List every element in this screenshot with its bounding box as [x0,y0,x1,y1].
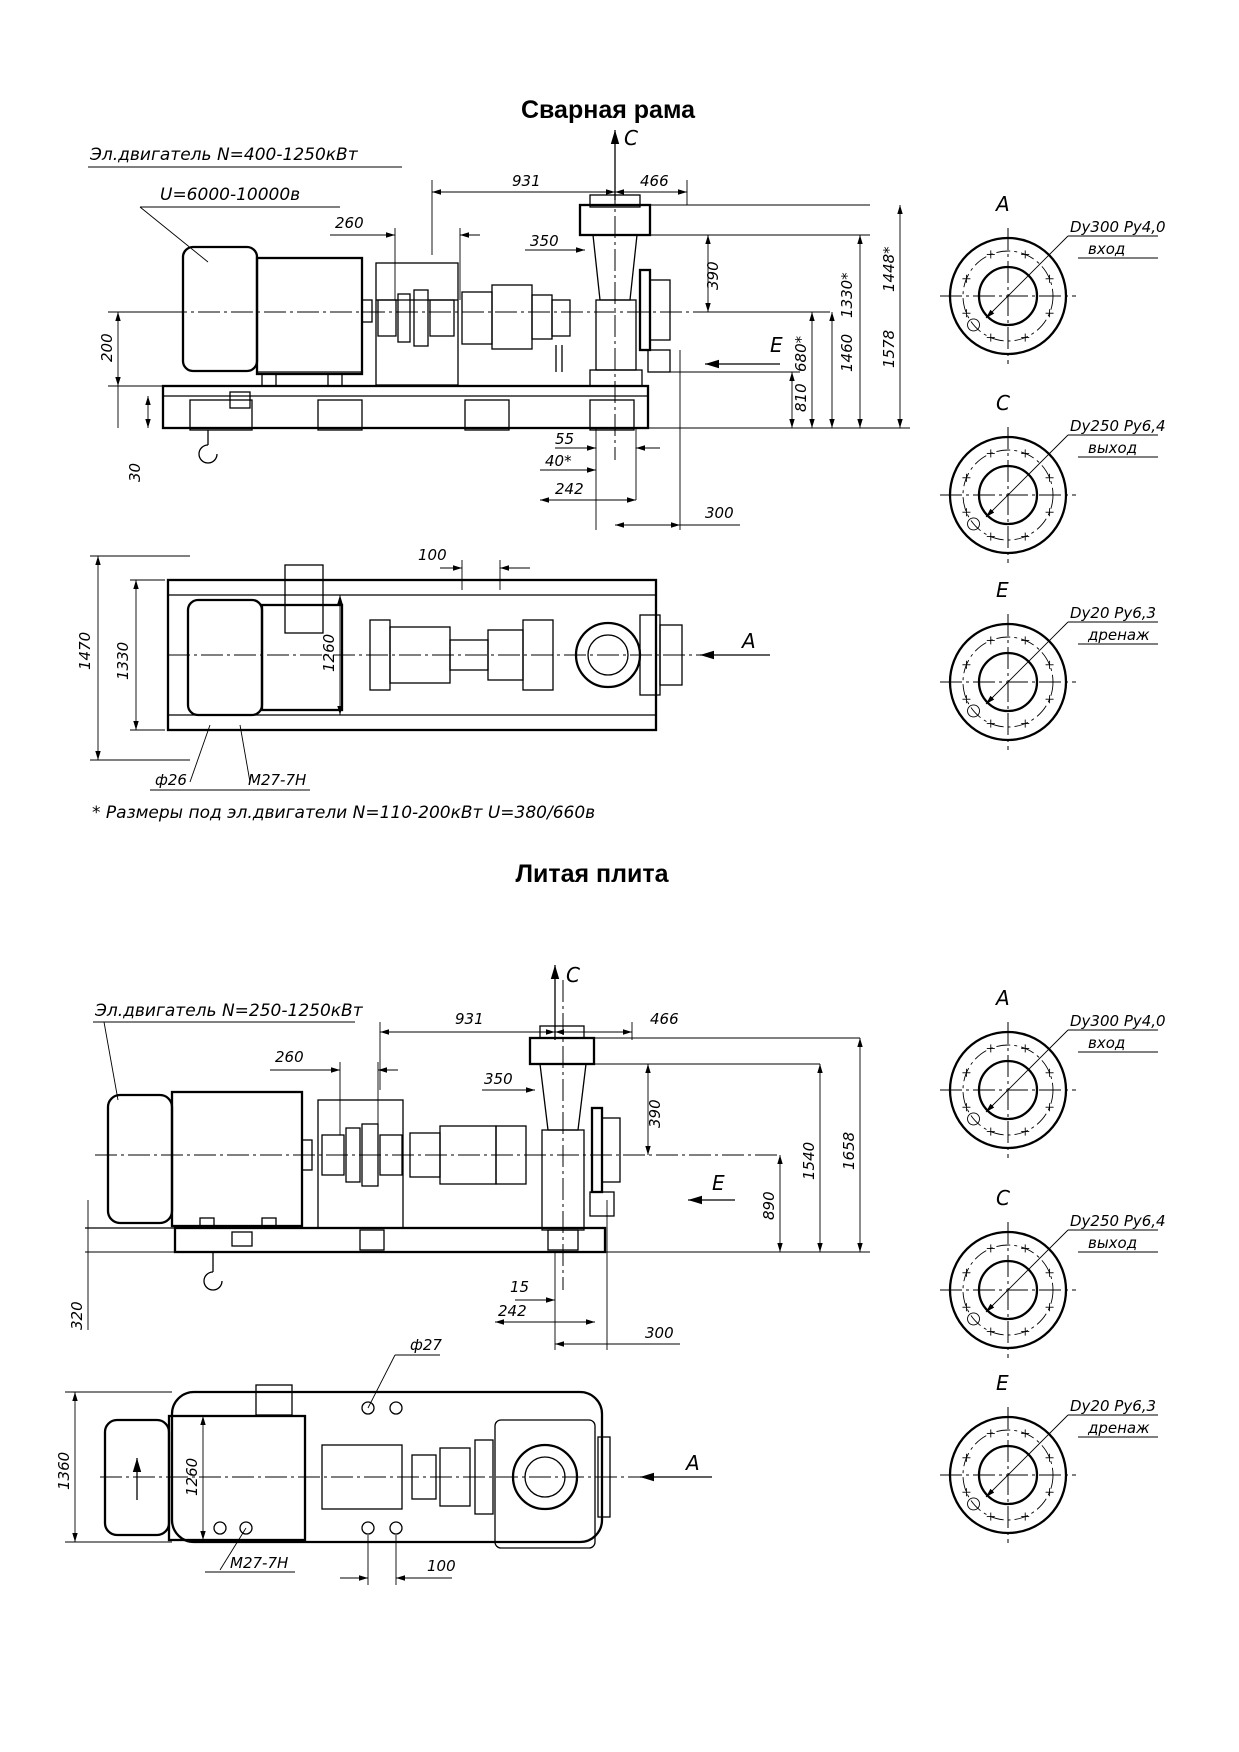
welded-note: * Размеры под эл.двигатели N=110-200кВт … [92,803,595,823]
flange-view-e: E Dy20 Py6,3 дренаж [940,578,1158,750]
welded-dim-1330-star: 1330* [838,272,856,318]
welded-dim-m27: M27-7H [248,771,306,789]
flange-purpose: дренаж [1087,1419,1150,1437]
flange-letter: C [996,391,1010,415]
flange-spec: Dy20 Py6,3 [1070,604,1156,622]
flange-spec: Dy250 Py6,4 [1070,417,1166,435]
cast-view-c-label: C [566,963,580,987]
welded-dim-200: 200 [98,333,116,362]
welded-dim-810: 810 [792,383,810,412]
flange-spec: Dy250 Py6,4 [1070,1212,1166,1230]
cast-side-view: Эл.двигатель N=250-1250кВт [68,963,870,1350]
flange-purpose: вход [1088,1034,1125,1052]
welded-dim-680: 680* [792,335,810,372]
welded-top-view: A 100 1470 1330 1260 ф26 M27-7H * Размер… [76,546,770,823]
cast-dim-15: 15 [510,1278,529,1296]
welded-view-c-label: C [624,126,638,150]
flange-letter: E [996,1371,1009,1395]
cast-plate-title: Литая плита [515,860,669,888]
welded-dim-1260: 1260 [320,634,338,672]
flange-letter: C [996,1186,1010,1210]
welded-dim-1578: 1578 [880,330,898,368]
cast-dim-300: 300 [645,1324,674,1342]
welded-dim-466: 466 [640,172,669,190]
flange-view-a: A Dy300 Py4,0 вход [940,192,1166,364]
welded-dim-242: 242 [555,480,584,498]
welded-dim-1470: 1470 [76,632,94,670]
welded-dim-55: 55 [555,430,574,448]
flange-letter: E [996,578,1009,602]
cast-dim-1540: 1540 [800,1142,818,1180]
cast-dim-100: 100 [427,1557,456,1575]
welded-dim-350: 350 [530,232,559,250]
welded-motor-label-voltage: U=6000-10000в [160,185,300,205]
flange-letter: A [994,986,1010,1010]
cast-dim-1260: 1260 [183,1458,201,1496]
cast-dim-phi27: ф27 [410,1336,442,1354]
welded-frame-title: Сварная рама [521,96,696,124]
cast-dim-350: 350 [484,1070,513,1088]
cast-dim-242: 242 [498,1302,527,1320]
cast-dim-1360: 1360 [55,1452,73,1490]
cast-dim-890: 890 [760,1191,778,1220]
welded-dim-40-star: 40* [545,452,572,470]
flange-purpose: выход [1088,439,1137,457]
welded-dim-390: 390 [704,261,722,290]
welded-dim-260: 260 [335,214,364,232]
cast-dim-320: 320 [68,1301,86,1330]
cast-dim-1658: 1658 [840,1132,858,1170]
welded-dim-1330: 1330 [114,642,132,680]
flange-purpose: дренаж [1087,626,1150,644]
cast-dim-931: 931 [455,1010,484,1028]
cast-dim-466: 466 [650,1010,679,1028]
cast-dim-390: 390 [646,1099,664,1128]
welded-dim-30: 30 [126,463,144,482]
welded-view-a-label: A [740,629,756,653]
flange-spec: Dy300 Py4,0 [1070,218,1166,236]
welded-dim-1448-star: 1448* [880,246,898,292]
welded-view-e-label: E [770,333,783,357]
welded-motor-label-power: Эл.двигатель N=400-1250кВт [89,145,359,165]
cast-dim-m27: M27-7H [230,1554,288,1572]
cast-view-e-label: E [712,1171,725,1195]
flange-view-e: E Dy20 Py6,3 дренаж [940,1371,1158,1543]
flange-purpose: вход [1088,240,1125,258]
flange-view-a: A Dy300 Py4,0 вход [940,986,1166,1158]
cast-view-a-label: A [684,1451,700,1475]
welded-dim-100: 100 [418,546,447,564]
flange-letter: A [994,192,1010,216]
cast-top-view: A ф27 1360 1260 M27-7H 100 [55,1336,712,1585]
flange-spec: Dy20 Py6,3 [1070,1397,1156,1415]
cast-motor-label: Эл.двигатель N=250-1250кВт [94,1001,364,1021]
welded-dim-1460: 1460 [838,334,856,372]
welded-dim-931: 931 [512,172,541,190]
welded-dim-phi26: ф26 [155,771,187,789]
flange-spec: Dy300 Py4,0 [1070,1012,1166,1030]
flange-purpose: выход [1088,1234,1137,1252]
flange-view-c: C Dy250 Py6,4 выход [940,391,1166,563]
flange-view-c: C Dy250 Py6,4 выход [940,1186,1166,1358]
welded-side-view: Эл.двигатель N=400-1250кВт U=6000-10000в [88,126,910,530]
cast-dim-260: 260 [275,1048,304,1066]
welded-dim-300: 300 [705,504,734,522]
